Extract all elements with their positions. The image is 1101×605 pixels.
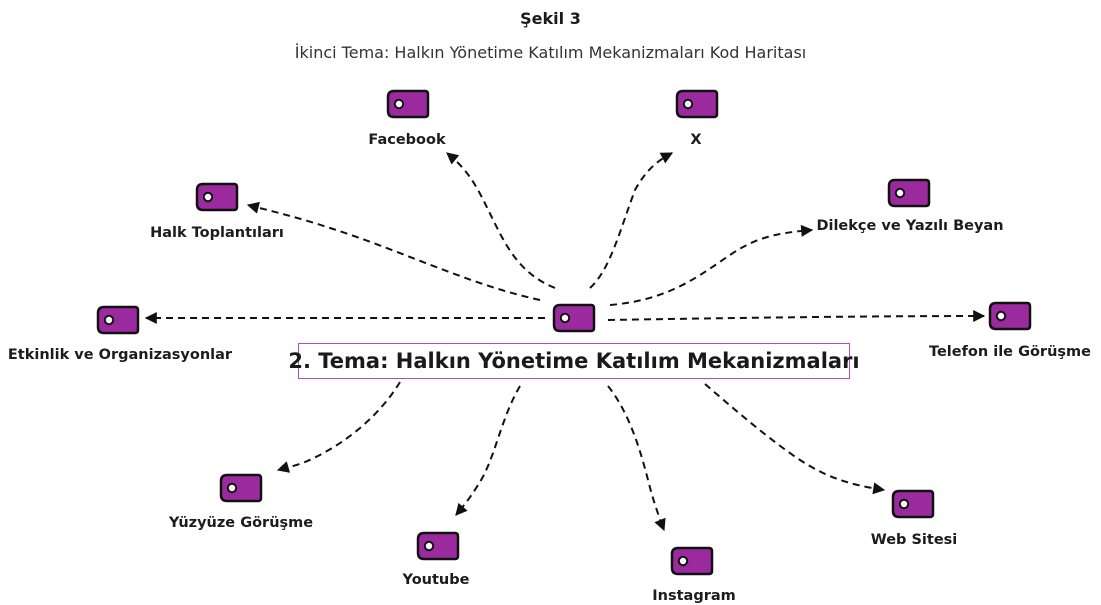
code-tag-icon	[386, 89, 430, 119]
code-label-dilekce: Dilekçe ve Yazılı Beyan	[816, 218, 1003, 234]
edges-layer	[144, 152, 986, 532]
code-label-halk-toplantilari: Halk Toplantıları	[150, 225, 284, 241]
figure-title: Şekil 3	[520, 9, 581, 28]
code-node-x: X	[675, 89, 719, 148]
code-label-youtube: Youtube	[402, 572, 470, 588]
code-label-etkinlik: Etkinlik ve Organizasyonlar	[8, 347, 233, 363]
nodes-layer: Facebook X Halk Toplantıları Dilekçe ve Yaz…	[8, 89, 1091, 604]
edge-telefon	[607, 310, 986, 323]
code-node-web: Web Sitesi	[871, 489, 958, 548]
edge-x	[589, 152, 674, 289]
edge-web	[704, 383, 886, 495]
code-tag-icon	[416, 531, 460, 561]
code-node-instagram: Instagram	[652, 546, 736, 604]
code-tag-icon	[891, 489, 935, 519]
code-tag-icon	[887, 178, 931, 208]
code-tag-icon	[219, 473, 263, 503]
edge-youtube	[455, 385, 521, 516]
code-tag-icon	[670, 546, 714, 576]
code-tag-icon	[675, 89, 719, 119]
theme-frame: 2. Tema: Halkın Yönetime Katılım Mekaniz…	[288, 343, 860, 379]
code-label-yuzyuze: Yüzyüze Görüşme	[168, 515, 313, 531]
code-node-etkinlik: Etkinlik ve Organizasyonlar	[8, 305, 233, 363]
code-node-telefon: Telefon ile Görüşme	[929, 301, 1091, 360]
code-tag-icon	[988, 301, 1032, 331]
code-tag-icon	[96, 305, 140, 335]
code-label-x: X	[690, 132, 701, 148]
code-tag-icon	[195, 182, 239, 212]
code-node-youtube: Youtube	[402, 531, 470, 588]
code-node-yuzyuze: Yüzyüze Görüşme	[168, 473, 313, 531]
edge-facebook	[446, 152, 556, 289]
code-node-halk-toplantilari: Halk Toplantıları	[150, 182, 284, 241]
code-node-dilekce: Dilekçe ve Yazılı Beyan	[816, 178, 1004, 234]
figure-subtitle: İkinci Tema: Halkın Yönetime Katılım Mek…	[294, 43, 807, 62]
code-node-facebook: Facebook	[368, 89, 446, 148]
edge-yuzyuze	[276, 381, 401, 473]
theme-tag-icon	[552, 303, 596, 333]
code-label-facebook: Facebook	[368, 132, 446, 148]
code-label-web: Web Sitesi	[871, 532, 958, 548]
code-label-telefon: Telefon ile Görüşme	[929, 344, 1091, 360]
edge-dilekce	[609, 224, 814, 306]
theme-label: 2. Tema: Halkın Yönetime Katılım Mekaniz…	[288, 349, 860, 373]
edge-instagram	[607, 385, 666, 532]
code-label-instagram: Instagram	[652, 588, 736, 604]
edge-halk-toplantilari	[246, 201, 541, 301]
